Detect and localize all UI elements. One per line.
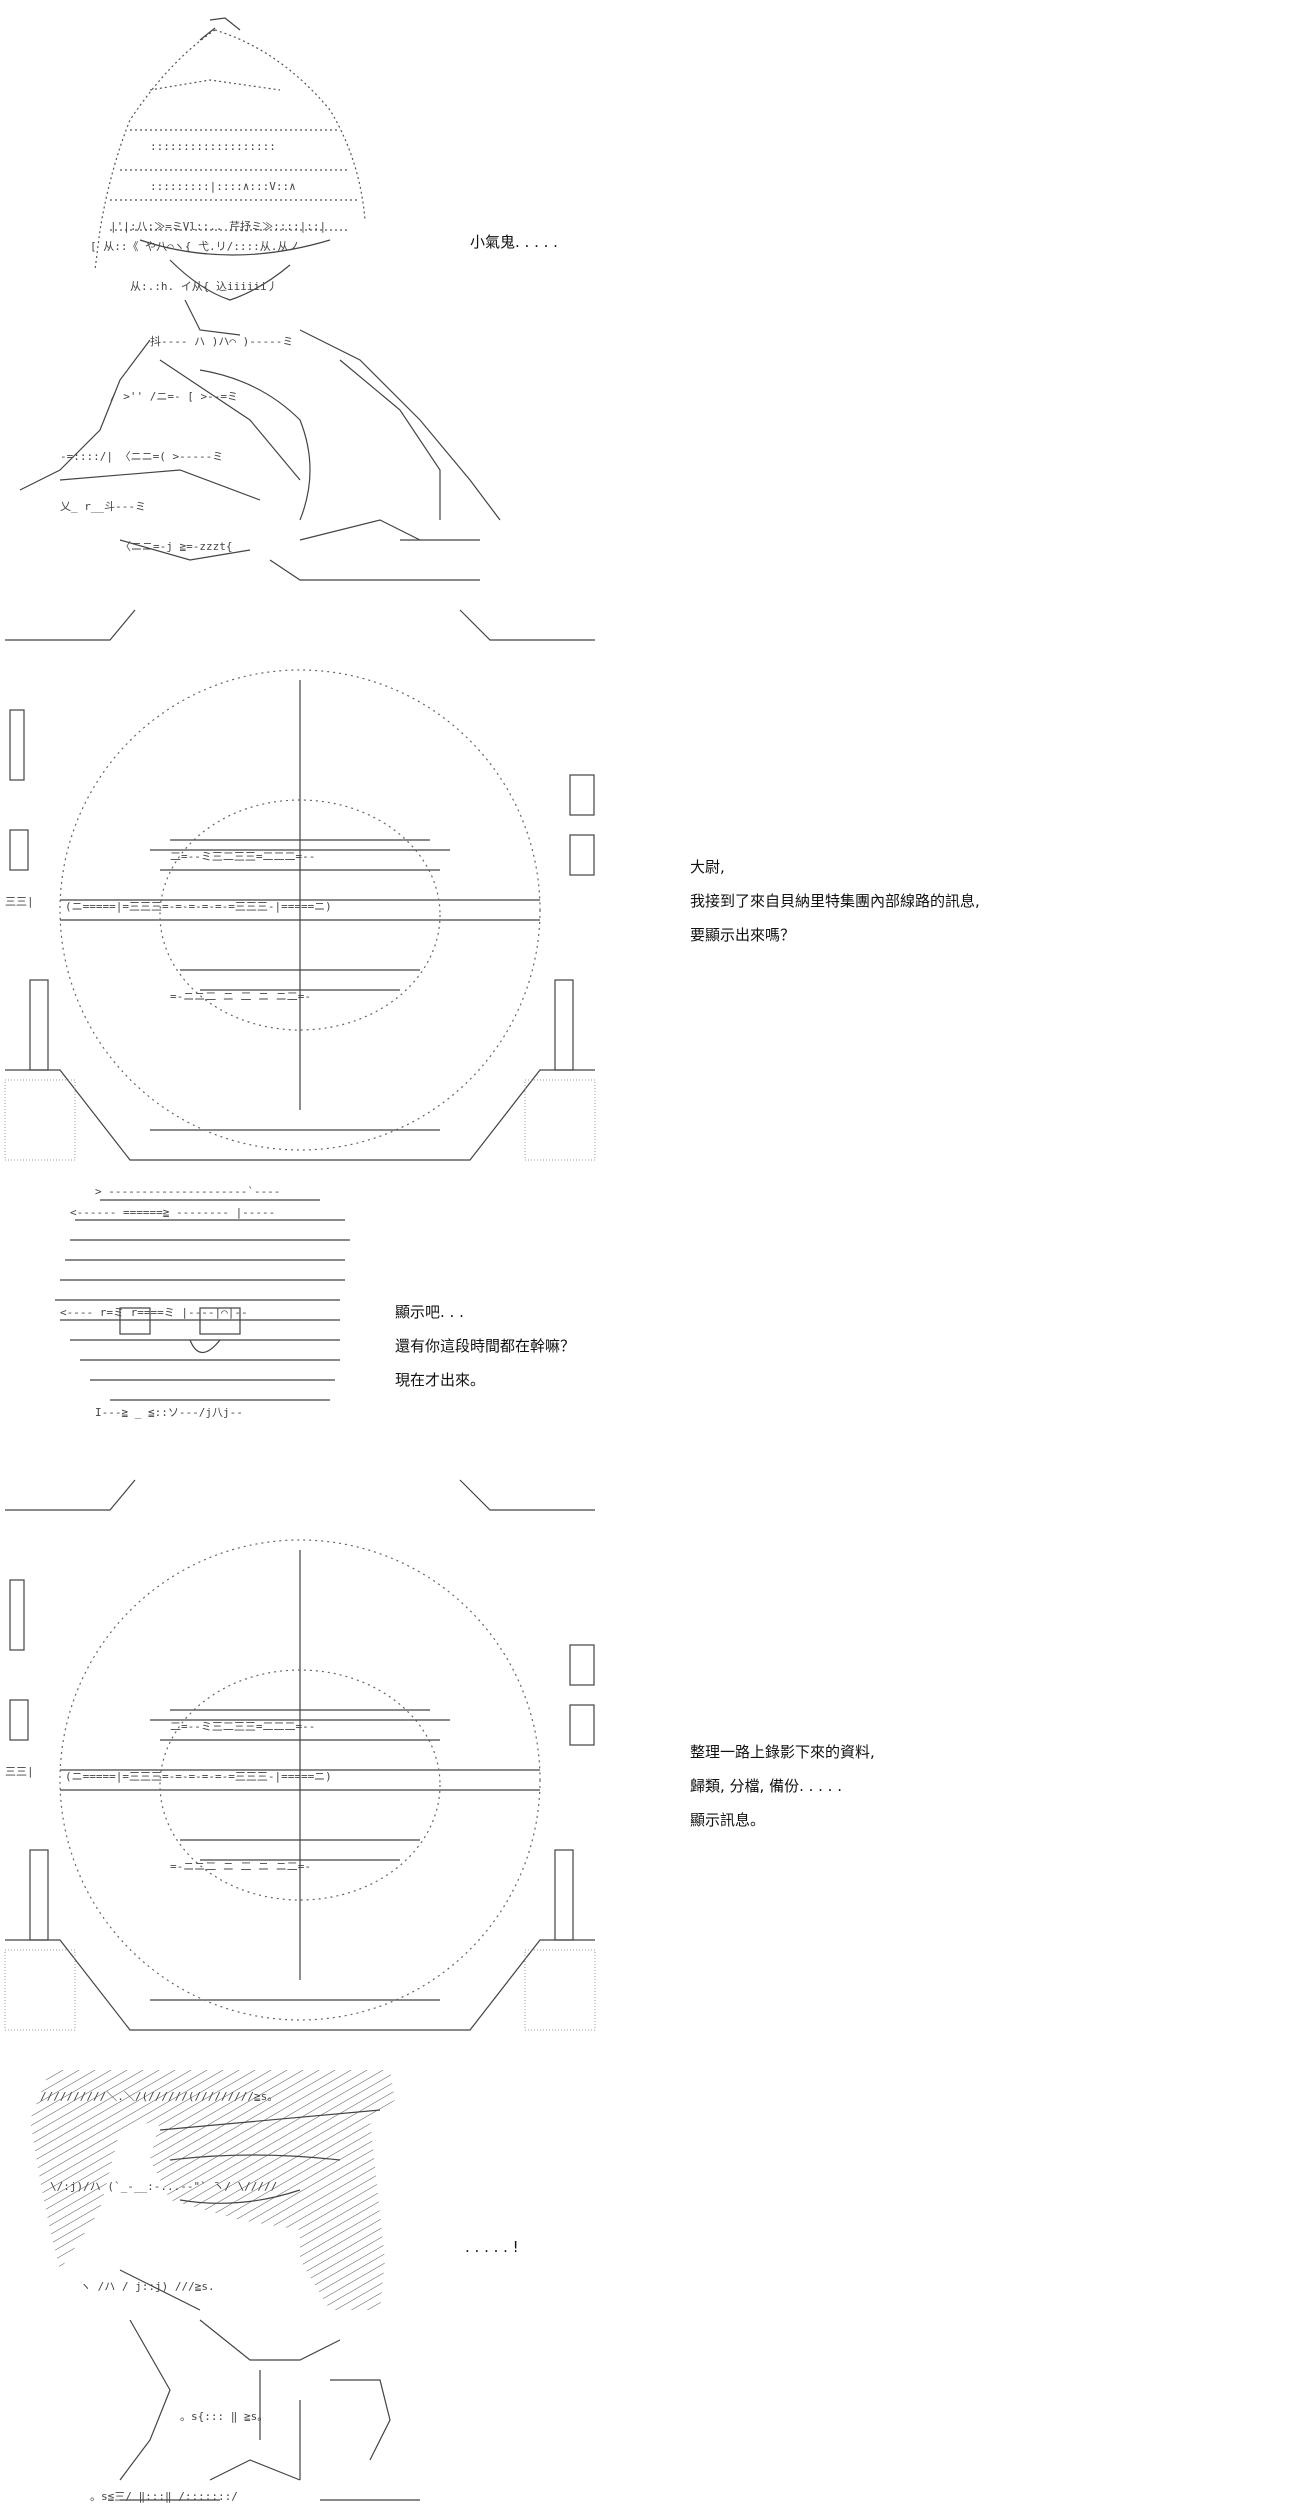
svg-text::::::::::|::::∧:::V::∧: :::::::::|::::∧:::V::∧: [150, 180, 296, 193]
dialog-line: 小氣鬼. . . . .: [470, 233, 558, 251]
figure-ascii-art: //////////＼.＼/(//////(/////////≧s。 \/:j)…: [30, 2070, 420, 2503]
svg-text://////////＼.＼/(//////(////////: //////////＼.＼/(//////(/////////≧s。: [40, 2090, 278, 2103]
svg-text:(ニ=====|=三三三=-=-=-=-=-=三三三-|==: (ニ=====|=三三三=-=-=-=-=-=三三三-|=====ニ): [65, 1770, 332, 1783]
dialog-line: 顯示吧. . .: [395, 1303, 464, 1321]
dialog-line: 大尉,: [690, 858, 725, 876]
dialog-panel-4: 整理一路上錄影下來的資料, 歸類, 分檔, 備份. . . . . 顯示訊息。: [690, 1735, 875, 1837]
svg-text::::::::::::::::::::: :::::::::::::::::::: [150, 140, 276, 153]
dialog-line: 顯示訊息。: [690, 1811, 766, 1829]
svg-text:〈ニニ=-j ≧=-zzzt{: 〈ニニ=-j ≧=-zzzt{: [120, 540, 232, 553]
svg-text:/ >'' /ニ=- [ >--=ミ: / >'' /ニ=- [ >--=ミ: [110, 390, 238, 403]
dialog-panel-1: 小氣鬼. . . . .: [470, 225, 558, 259]
panel-3: > ---------------------`---- <------ ===…: [0, 1180, 1300, 1470]
svg-text:ヽ /ハ / j::j) ///≧s.: ヽ /ハ / j::j) ///≧s.: [80, 2280, 215, 2293]
svg-text:-=::::/| 〈ニニ=( >-----ミ: -=::::/| 〈ニニ=( >-----ミ: [60, 450, 223, 463]
panel-1: ::::::::::::::::::: :::::::::|::::∧:::V:…: [0, 0, 1300, 590]
dialog-line: 現在才出來。: [395, 1371, 486, 1389]
panel-5: //////////＼.＼/(//////(/////////≧s。 \/:j)…: [0, 2060, 1300, 2510]
monitor-ascii-art: 二=‐‐ミ三二三三=二二二=‐‐ (ニ=====|=三三三=-=-=-=-=-=…: [4, 609, 596, 1161]
svg-text:从:.:h. イ从{ 込iiiiii丿: 从:.:h. イ从{ 込iiiiii丿: [130, 280, 278, 293]
svg-text:> ---------------------`----: > ---------------------`----: [95, 1185, 280, 1198]
dialog-line: . . . . . !: [465, 2238, 519, 2256]
svg-text:|'|:八:≫=ミVl::.. 芹抒ミ≫::::|::|: |'|:八:≫=ミVl::.. 芹抒ミ≫::::|::|: [110, 219, 326, 233]
svg-text:\/:j)/ハ (`_-__:-...--"` ̄ヽ/: \/:j)/ハ (`_-__:-...--"` ̄ヽ/ \/////: [50, 2180, 277, 2193]
svg-text:乂_ r__斗---ミ: 乂_ r__斗---ミ: [60, 500, 146, 513]
dialog-line: 我接到了來自貝納里特集團內部線路的訊息,: [690, 892, 980, 910]
dialog-panel-5: . . . . . !: [465, 2230, 519, 2264]
character-ascii-art: > ---------------------`---- <------ ===…: [55, 1185, 350, 1419]
svg-text:<------ ======≧ -------- |----: <------ ======≧ -------- |-----: [70, 1206, 275, 1219]
svg-text:三三|: 三三|: [5, 895, 34, 908]
svg-text:I---≧ _ ≦::ソ---/j八j--: I---≧ _ ≦::ソ---/j八j--: [95, 1406, 243, 1419]
svg-text:[ 从::《 や八⌒ヽ{ 弋.リ/::::从.从ノ: [ 从::《 や八⌒ヽ{ 弋.リ/::::从.从ノ: [90, 240, 299, 253]
svg-text:=-ニニ二 ニ 二 ニ ニ二=-: =-ニニ二 ニ 二 ニ ニ二=-: [170, 1860, 311, 1873]
svg-text:。s{::: ‖ ≧s。: 。s{::: ‖ ≧s。: [180, 2410, 268, 2423]
svg-text:。s≦三/ ‖:::‖ /:::::::/: 。s≦三/ ‖:::‖ /:::::::/: [90, 2490, 238, 2503]
dialog-panel-3: 顯示吧. . . 還有你這段時間都在幹嘛？ 現在才出來。: [395, 1295, 575, 1397]
svg-text:二=‐‐ミ三二三三=二二二=‐‐: 二=‐‐ミ三二三三=二二二=‐‐: [170, 1720, 315, 1733]
dialog-line: 整理一路上錄影下來的資料,: [690, 1743, 875, 1761]
svg-text:三三|: 三三|: [5, 1765, 34, 1778]
dialog-line: 還有你這段時間都在幹嘛？: [395, 1337, 576, 1355]
panel-2: 二=‐‐ミ三二三三=二二二=‐‐ (ニ=====|=三三三=-=-=-=-=-=…: [0, 600, 1300, 1170]
svg-text:二=‐‐ミ三二三三=二二二=‐‐: 二=‐‐ミ三二三三=二二二=‐‐: [170, 850, 315, 863]
girl-ascii-art: ::::::::::::::::::: :::::::::|::::∧:::V:…: [19, 17, 501, 581]
svg-text:<---- r=ミ r====ミ |----|⌒|-: <---- r=ミ r====ミ |----|⌒|--: [60, 1306, 248, 1319]
svg-text:(ニ=====|=三三三=-=-=-=-=-=三三三-|==: (ニ=====|=三三三=-=-=-=-=-=三三三-|=====ニ): [65, 900, 332, 913]
svg-text:=-ニニ二 ニ 二 ニ ニ二=-: =-ニニ二 ニ 二 ニ ニ二=-: [170, 990, 311, 1003]
monitor-ascii-art: 二=‐‐ミ三二三三=二二二=‐‐ (ニ=====|=三三三=-=-=-=-=-=…: [4, 1479, 596, 2031]
svg-text:抖---- ハ )ハ⌒ )-----ミ: 抖---- ハ )ハ⌒ )-----ミ: [150, 334, 293, 348]
panel-4: 二=‐‐ミ三二三三=二二二=‐‐ (ニ=====|=三三三=-=-=-=-=-=…: [0, 1470, 1300, 2040]
dialog-line: 要顯示出來嗎？: [690, 926, 796, 944]
dialog-panel-2: 大尉, 我接到了來自貝納里特集團內部線路的訊息, 要顯示出來嗎？: [690, 850, 980, 952]
dialog-line: 歸類, 分檔, 備份. . . . .: [690, 1777, 842, 1795]
